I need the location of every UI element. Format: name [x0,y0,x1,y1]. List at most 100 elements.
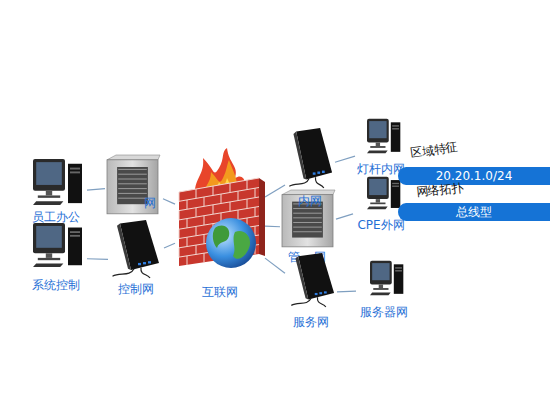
mortar-line [230,183,231,192]
pc-tower [68,228,82,266]
server-body [282,195,333,247]
router-node: 内网 [285,128,335,212]
pc-icon [33,222,83,268]
network-link [336,214,353,219]
router-icon [110,220,160,278]
computer-node: 服务器网 [356,260,412,320]
monitor-base [370,146,385,148]
mortar-line [247,199,248,208]
monitor-frame [370,261,392,285]
mortar-line [247,180,248,189]
mortar-line [230,202,231,211]
firewall-icon [175,148,265,270]
computer-node: CPE外网 [353,176,409,234]
mortar-line [204,253,205,262]
router-side [293,132,306,180]
monitor-base [370,203,385,205]
mortar-line [204,234,205,243]
router-side [117,223,131,269]
network-link [87,189,105,191]
continent [213,226,229,248]
node-label: CPE外网 [353,218,409,232]
globe [206,218,256,268]
grille-slot [118,179,147,180]
grille-slot [118,198,147,199]
network-link [164,243,175,248]
band-shape [398,203,550,221]
monitor-frame [33,159,65,191]
drive-bay [392,128,399,129]
mortar-line [196,226,197,235]
field-label: 区域特征 [409,140,458,161]
band-value: 总线型 [398,203,550,221]
mortar-line [179,248,180,257]
network-link [265,258,285,273]
network-link [335,156,355,162]
router-node: 服务网 [285,253,337,333]
mortar-line [255,226,256,235]
keyboard [367,207,388,210]
drive-bay [395,270,402,271]
pc-tower [394,264,404,294]
router-body [298,253,334,299]
cable [291,298,311,305]
mortar-line [187,219,188,228]
mortar-line [179,211,180,220]
drive-bay [70,171,80,173]
node-label: 系统控制 [25,278,87,292]
node-label: 内网 [285,194,335,208]
cable [317,297,325,307]
monitor-stand [376,199,380,202]
grille-slot [293,203,322,204]
network-link [337,291,356,293]
mortar-line [213,205,214,214]
drive-bay [395,267,402,268]
continent [233,231,250,259]
grille-slot [293,213,322,214]
cable [141,268,150,278]
grille-slot [118,188,147,189]
mortar-line [187,256,188,265]
mortar-line [213,186,214,195]
mortar-line [187,200,188,209]
router-icon [287,128,333,188]
keyboard [33,263,63,267]
keyboard [367,150,388,153]
server-grille [292,202,323,238]
monitor-stand [46,253,52,258]
grille-slot [293,208,322,209]
server-top [282,190,335,195]
globe-sphere [206,218,256,268]
mortar-line [179,192,180,201]
monitor-frame [33,223,65,253]
grille-slot [293,231,322,232]
mortar-line [255,188,256,197]
status-led [319,292,322,294]
monitor-stand [46,191,52,196]
router-body [296,128,332,180]
mortar-line [238,210,239,219]
node-label: 服务网 [285,315,337,329]
monitor-screen [372,263,389,280]
status-led [322,171,325,173]
grille-slot [118,183,147,184]
pc-tower [391,180,401,208]
keyboard [370,292,391,295]
pc-icon [33,158,83,206]
monitor-screen [36,162,62,185]
drive-bay [70,231,80,233]
monitor-base [38,195,60,197]
cable [289,178,309,186]
pc-icon [370,260,404,296]
monitor-screen [369,179,386,195]
band-shape [398,167,550,185]
drive-bay [70,168,80,170]
network-link [87,258,108,260]
network-link [265,225,280,227]
node-label: 服务器网 [356,305,412,319]
status-led [324,291,327,293]
status-led [313,172,316,174]
mortar-line [204,197,205,206]
value-band: 总线型 [398,203,550,221]
